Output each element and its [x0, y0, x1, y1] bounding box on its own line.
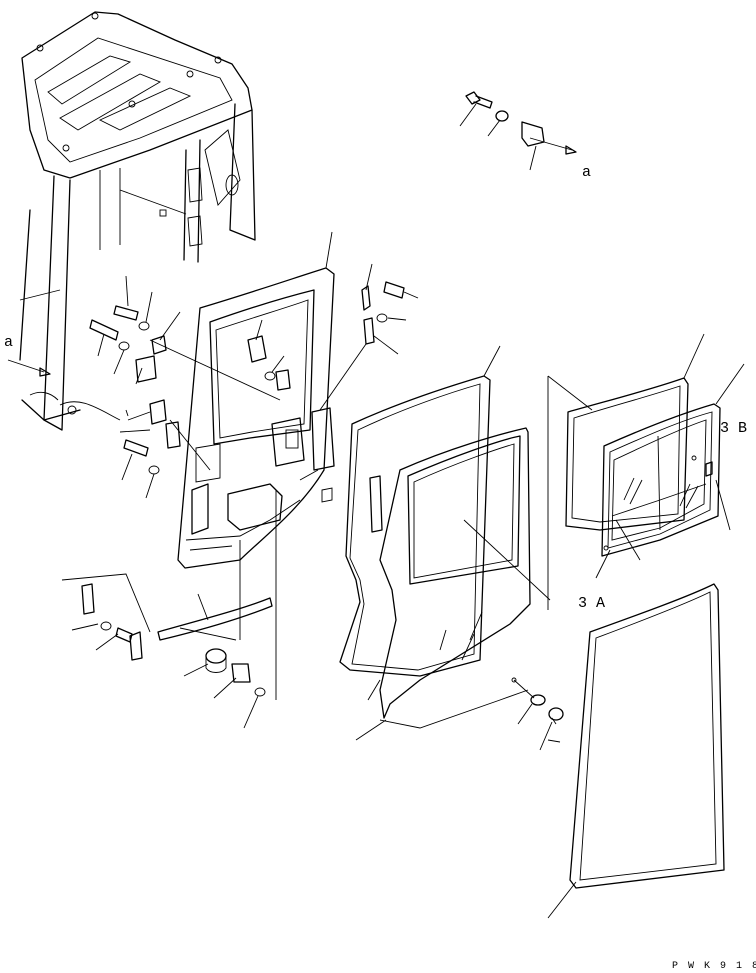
callout-3a: 3 A: [578, 595, 605, 612]
window-seal-large: [547, 583, 725, 919]
bolt-washer-bracket-detail: a: [459, 91, 591, 181]
ref-a-left-arrow: a: [4, 334, 51, 377]
door-glass-panel: [355, 376, 551, 741]
door-frame-inner: [177, 231, 335, 569]
side-window-assembly: 3 B 3 A: [547, 333, 747, 612]
door-outer-panel: [339, 345, 561, 743]
cab-frame: [19, 11, 256, 431]
glass-bolt: [513, 679, 564, 751]
drawing-code: P W K 9 1 8 0: [672, 961, 756, 972]
ref-a-left: a: [4, 334, 13, 351]
latch-bolts: [319, 263, 419, 411]
lower-hardware: [61, 490, 277, 729]
ref-a-top: a: [582, 164, 591, 181]
callout-3b: 3 B: [720, 420, 747, 437]
hinge-hardware: [89, 275, 281, 499]
